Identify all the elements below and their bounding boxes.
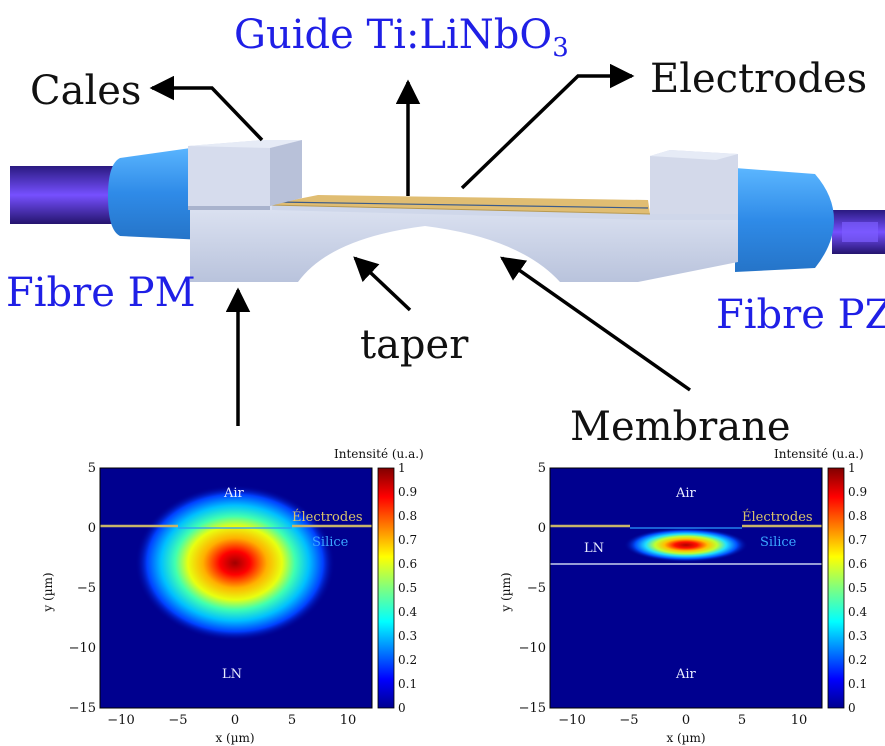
waveguide (275, 201, 649, 209)
svg-text:0.9: 0.9 (398, 485, 417, 499)
ytick: 0 (538, 521, 546, 536)
annotation-arrows (149, 63, 692, 426)
svg-text:0.2: 0.2 (398, 653, 417, 667)
ytick: −10 (69, 641, 96, 656)
label-ln: LN (584, 541, 604, 556)
xtick: −10 (107, 713, 134, 728)
svg-text:0.9: 0.9 (848, 485, 867, 499)
colorbar-ticks: 1 0.9 0.8 0.7 0.6 0.5 0.4 0.3 0.2 0.1 0 (398, 461, 417, 715)
colorbar-title: Intensité (u.a.) (774, 447, 864, 461)
xtick: −10 (558, 713, 585, 728)
label-fibre-pm: Fibre PM (6, 270, 196, 316)
svg-text:0.5: 0.5 (848, 581, 867, 595)
label-electrodes: Electrodes (650, 56, 867, 102)
mode-plot-right: Air Électrodes Silice LN Air 5 0 −5 −10 … (499, 447, 867, 745)
label-guide: Guide Ti:LiNbO3 (234, 12, 569, 63)
label-silice: Silice (760, 535, 797, 550)
x-axis-label: x (µm) (215, 731, 254, 745)
device-illustration (10, 140, 885, 282)
svg-text:0: 0 (398, 701, 406, 715)
colorbar (377, 467, 395, 709)
ytick: 5 (538, 461, 546, 476)
x-axis-label: x (µm) (666, 731, 705, 745)
y-axis-label: y (µm) (499, 572, 513, 612)
xtick: −5 (619, 713, 638, 728)
svg-text:0.1: 0.1 (398, 677, 417, 691)
svg-text:0.4: 0.4 (848, 605, 867, 619)
label-electrodes: Électrodes (292, 509, 363, 525)
ytick: −10 (519, 641, 546, 656)
svg-text:0.5: 0.5 (398, 581, 417, 595)
label-electrodes: Électrodes (742, 509, 813, 525)
colorbar-title: Intensité (u.a.) (334, 447, 424, 461)
svg-text:0.2: 0.2 (848, 653, 867, 667)
svg-text:0.6: 0.6 (848, 557, 867, 571)
label-air: Air (223, 486, 245, 501)
svg-text:0.7: 0.7 (398, 533, 417, 547)
label-cales: Cales (30, 68, 141, 114)
xtick: −5 (168, 713, 187, 728)
svg-text:0.3: 0.3 (848, 629, 867, 643)
left-fiber (10, 166, 120, 224)
svg-text:0.3: 0.3 (398, 629, 417, 643)
arrow-membrane (499, 256, 692, 392)
ytick: 5 (88, 461, 96, 476)
xtick: 0 (231, 713, 239, 728)
ytick: −15 (69, 701, 96, 716)
right-ferrule (735, 168, 834, 272)
left-cale (188, 140, 302, 206)
xtick: 5 (738, 713, 746, 728)
chip-body (190, 204, 738, 282)
label-fibre-pz: Fibre PZ (716, 292, 885, 338)
label-air-top: Air (675, 486, 697, 501)
ytick: 0 (88, 521, 96, 536)
label-taper: taper (360, 322, 469, 368)
svg-text:0.6: 0.6 (398, 557, 417, 571)
svg-text:0.1: 0.1 (848, 677, 867, 691)
mode-plot-left: Air Électrodes Silice LN 5 0 −5 −10 −15 … (41, 447, 424, 745)
mode-profile (135, 485, 335, 641)
ytick: −15 (519, 701, 546, 716)
svg-text:0.8: 0.8 (848, 509, 867, 523)
y-axis-label: y (µm) (41, 572, 55, 612)
svg-text:1: 1 (398, 461, 406, 475)
colorbar (827, 467, 845, 709)
xtick: 10 (340, 713, 357, 728)
xtick: 5 (288, 713, 296, 728)
svg-text:0: 0 (848, 701, 856, 715)
arrow-cales (149, 75, 264, 142)
ytick: −5 (77, 581, 96, 596)
svg-text:0.4: 0.4 (398, 605, 417, 619)
left-ferrule (108, 146, 205, 240)
svg-text:1: 1 (848, 461, 856, 475)
xtick: 10 (791, 713, 808, 728)
arrow-electrodes (460, 63, 635, 190)
label-air-bottom: Air (675, 667, 697, 682)
plot-area (550, 468, 822, 708)
xtick: 0 (682, 713, 690, 728)
right-cale (650, 150, 738, 214)
arrow-taper (353, 256, 412, 312)
label-ln: LN (222, 667, 242, 682)
mode-profile (624, 528, 748, 562)
svg-text:0.7: 0.7 (848, 533, 867, 547)
label-silice: Silice (312, 535, 349, 550)
ytick: −5 (527, 581, 546, 596)
label-membrane: Membrane (570, 404, 791, 450)
colorbar-ticks: 1 0.9 0.8 0.7 0.6 0.5 0.4 0.3 0.2 0.1 0 (848, 461, 867, 715)
svg-text:0.8: 0.8 (398, 509, 417, 523)
